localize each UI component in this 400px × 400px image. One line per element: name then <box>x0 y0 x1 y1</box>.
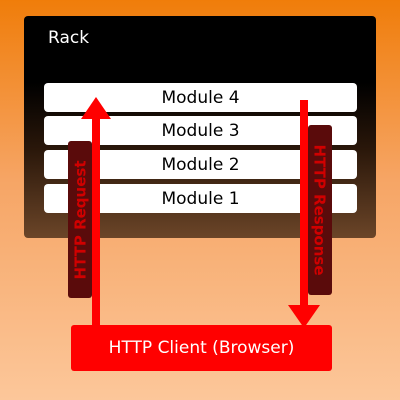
http-request-label: HTTP Request <box>68 141 92 298</box>
request-arrow <box>81 97 111 327</box>
response-arrow <box>288 100 320 328</box>
rack-title: Rack <box>48 28 90 48</box>
http-response-label: HTTP Response <box>308 125 332 295</box>
http-client-box: HTTP Client (Browser) <box>71 325 332 371</box>
